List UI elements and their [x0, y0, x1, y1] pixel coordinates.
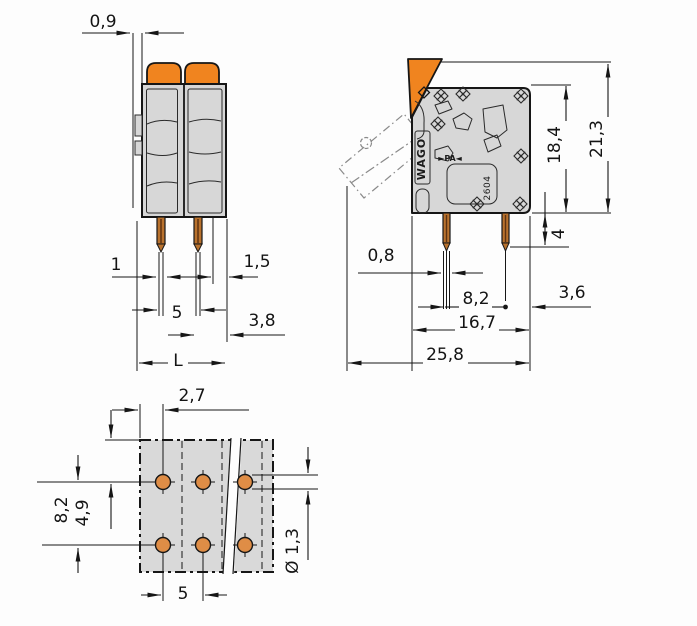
push-button	[146, 62, 182, 86]
solder-pin	[156, 216, 166, 254]
dim-label-4: 4	[549, 228, 569, 240]
dim-label-25-8: 25,8	[426, 345, 464, 365]
solder-pin	[193, 216, 203, 254]
solder-pin	[501, 212, 510, 253]
drill-holes	[151, 470, 257, 557]
dim-label-3-6: 3,6	[558, 283, 586, 303]
solder-pin	[442, 212, 451, 253]
side-tab	[134, 114, 143, 137]
dim-label-16-7: 16,7	[458, 313, 496, 333]
push-button	[184, 62, 220, 86]
dim-label-5-footprint: 5	[177, 584, 189, 604]
lever-hole	[417, 86, 431, 99]
dim-label-hole-diameter: Ø 1,3	[283, 528, 303, 574]
dim-label-L: L	[173, 351, 183, 371]
material-marking-pa: ►PA◄	[438, 154, 462, 163]
dim-label-1-5: 1,5	[243, 252, 271, 272]
break-gap	[223, 437, 242, 575]
dim-label-8-2-side: 8,2	[462, 289, 490, 309]
dim-label-4-9: 4,9	[73, 499, 93, 527]
dim-label-3-8: 3,8	[248, 311, 276, 331]
housing-side	[411, 87, 531, 214]
dim-label-1: 1	[110, 255, 122, 275]
dim-label-0-8: 0,8	[367, 246, 395, 266]
dim-label-8-2-footprint: 8,2	[52, 496, 72, 524]
side-tab	[134, 140, 143, 156]
series-marking-2604: 2604	[483, 175, 493, 201]
footprint-view	[37, 404, 318, 601]
dim-label-0-9: 0,9	[89, 12, 117, 32]
dim-label-5-front: 5	[171, 303, 183, 323]
brand-logo-wago: WAGO	[415, 137, 428, 181]
front-view	[82, 30, 285, 371]
dim-label-21-3: 21,3	[587, 120, 607, 158]
side-view	[338, 58, 611, 371]
dim-label-2-7: 2,7	[178, 386, 206, 406]
dim-label-18-4: 18,4	[545, 126, 565, 164]
operating-tool-phantom	[338, 113, 414, 199]
